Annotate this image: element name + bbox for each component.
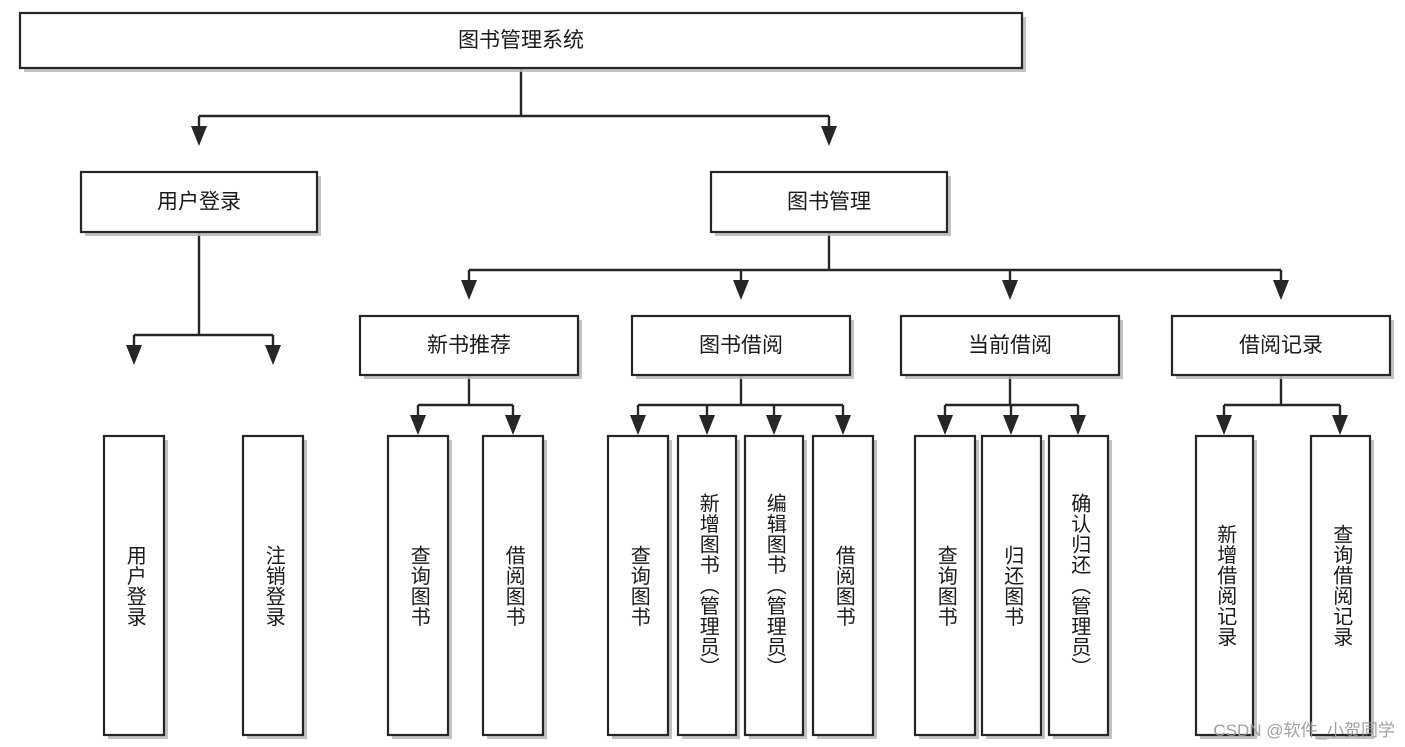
user-login-box[interactable] [79, 170, 319, 234]
submodule-3-to-functions-arrow-1 [1332, 415, 1348, 435]
leaf-edit-book-box[interactable] [743, 434, 805, 737]
box-layer [18, 11, 1392, 737]
new-book-recommend-label: 新书推荐 [427, 334, 511, 357]
bookmgmt-to-submodules-arrow-0 [461, 280, 477, 300]
leaf-query-book-3-box[interactable] [913, 434, 977, 737]
book-borrow-label: 图书借阅 [699, 334, 783, 357]
borrow-record-label: 借阅记录 [1239, 334, 1323, 357]
book-management-label: 图书管理 [787, 191, 871, 214]
connector-layer [126, 68, 1348, 435]
submodule-2-to-functions-arrow-1 [1003, 415, 1019, 435]
leaf-query-record-box[interactable] [1309, 434, 1372, 737]
submodule-1-to-functions-arrow-3 [835, 415, 851, 435]
current-borrow-box[interactable] [899, 314, 1121, 377]
csdn-watermark: CSDN @软件_小贺同学 [1213, 721, 1395, 740]
leaf-user-login-box[interactable] [102, 434, 166, 737]
root-box[interactable] [18, 11, 1024, 70]
userlogin-to-functions-arrow-0 [126, 345, 142, 365]
bookmgmt-to-submodules-arrow-2 [1002, 280, 1018, 300]
leaf-add-book-box[interactable] [676, 434, 738, 737]
submodule-1-to-functions-arrow-0 [630, 415, 646, 435]
borrow-record-box[interactable] [1170, 314, 1392, 377]
bookmgmt-to-submodules-arrow-1 [733, 280, 749, 300]
leaf-user-logout-box[interactable] [241, 434, 305, 737]
leaf-return-book-box[interactable] [980, 434, 1043, 737]
submodule-2-to-functions-arrow-0 [937, 415, 953, 435]
root-label: 图书管理系统 [458, 29, 584, 52]
current-borrow-label: 当前借阅 [968, 334, 1052, 357]
submodule-2-to-functions-arrow-2 [1070, 415, 1086, 435]
root-to-modules-arrow-0 [191, 126, 207, 146]
leaf-query-book-1-box[interactable] [386, 434, 450, 737]
root-to-modules-arrow-1 [821, 126, 837, 146]
book-borrow-box[interactable] [630, 314, 852, 377]
user-login-label: 用户登录 [157, 191, 241, 214]
submodule-1-to-functions-arrow-2 [766, 415, 782, 435]
leaf-confirm-return-box[interactable] [1047, 434, 1110, 737]
leaf-query-book-2-box[interactable] [606, 434, 670, 737]
bookmgmt-to-submodules-arrow-3 [1273, 280, 1289, 300]
leaf-borrow-book-1-box[interactable] [481, 434, 545, 737]
new-book-recommend-box[interactable] [358, 314, 580, 377]
leaf-add-record-box[interactable] [1194, 434, 1255, 737]
userlogin-to-functions-arrow-1 [265, 345, 281, 365]
book-management-box[interactable] [709, 170, 949, 234]
submodule-3-to-functions-arrow-0 [1216, 415, 1232, 435]
submodule-1-to-functions-arrow-1 [699, 415, 715, 435]
submodule-0-to-functions-arrow-1 [505, 415, 521, 435]
leaf-borrow-book-2-box[interactable] [811, 434, 875, 737]
submodule-0-to-functions-arrow-0 [410, 415, 426, 435]
